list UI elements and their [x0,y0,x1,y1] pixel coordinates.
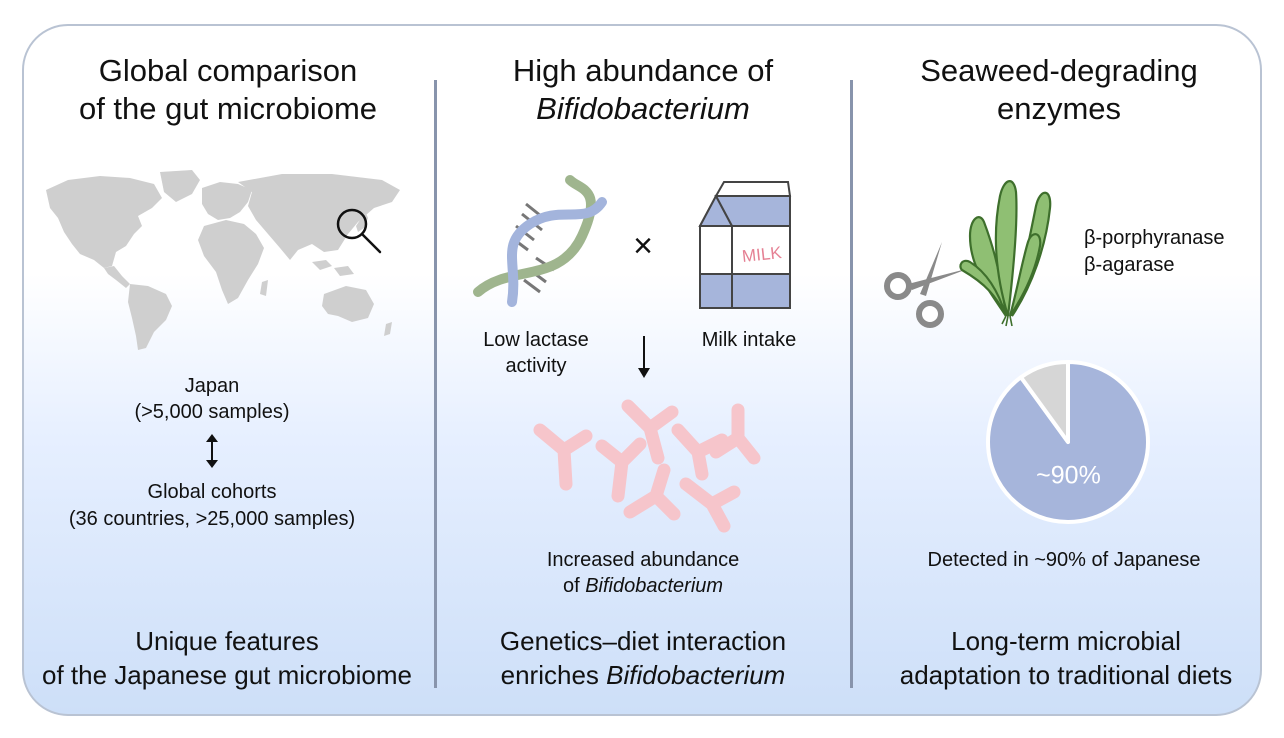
result-line2-prefix: of [562,575,586,597]
summary-card: Global comparison of the gut microbiome [22,24,1262,716]
times-symbol: × [633,227,653,265]
result-line1: Increased abundance [546,549,740,571]
enzyme-agarase: β-agarase [1084,254,1175,276]
panel1-title-line2: of the gut microbiome [78,91,378,126]
magnifier-icon [336,208,382,254]
global-cohorts-label: Global cohorts [147,481,277,503]
panel3-footer-line1: Long-term microbial [951,626,1181,656]
panel3-title-line2: enzymes [996,91,1122,126]
milk-intake-label: Milk intake [701,329,797,351]
dna-icon [473,175,607,307]
milk-carton-icon: MILK [698,181,792,309]
pie-chart: ~90% [986,360,1150,524]
panel2-title-line2: Bifidobacterium [536,91,750,126]
pie-caption: Detected in ~90% of Japanese [927,549,1201,571]
panel2-title-line1: High abundance of [512,53,774,88]
panel2-footer-line2-genus: Bifidobacterium [606,660,786,690]
panel3-title-line1: Seaweed-degrading [920,53,1198,88]
world-map [46,170,400,350]
panel3-footer-line2: adaptation to traditional diets [899,660,1233,690]
japan-samples: (>5,000 samples) [134,401,290,423]
result-line2: of Bifidobacterium [436,574,850,599]
panel2-footer-line2-prefix: enriches [500,660,607,690]
pie-data-label: ~90% [1036,462,1101,490]
pie-slice-not-detected [1018,360,1070,444]
panel2-footer-line2: enriches Bifidobacterium [436,658,850,692]
divider-left [434,80,437,688]
down-arrow-icon [638,336,650,378]
global-cohorts-samples: (36 countries, >25,000 samples) [68,508,356,530]
japan-label: Japan [184,375,240,397]
panel2-footer-line1: Genetics–diet interaction [499,626,787,656]
seaweed-icon [959,180,1052,327]
double-arrow-icon [206,434,218,468]
milk-label: MILK [741,243,783,266]
divider-right [850,80,853,688]
low-lactase-line1: Low lactase [483,329,589,351]
result-line2-genus: Bifidobacterium [585,575,724,597]
bifidobacteria-icon [533,399,761,533]
panel1-footer-line2: of the Japanese gut microbiome [42,660,412,690]
low-lactase-line2: activity [505,355,567,377]
panel1-footer-line1: Unique features [135,626,319,656]
panel1-title-line1: Global comparison [98,53,358,88]
enzyme-porphyranase: β-porphyranase [1084,227,1225,249]
scissors-icon [884,242,970,328]
